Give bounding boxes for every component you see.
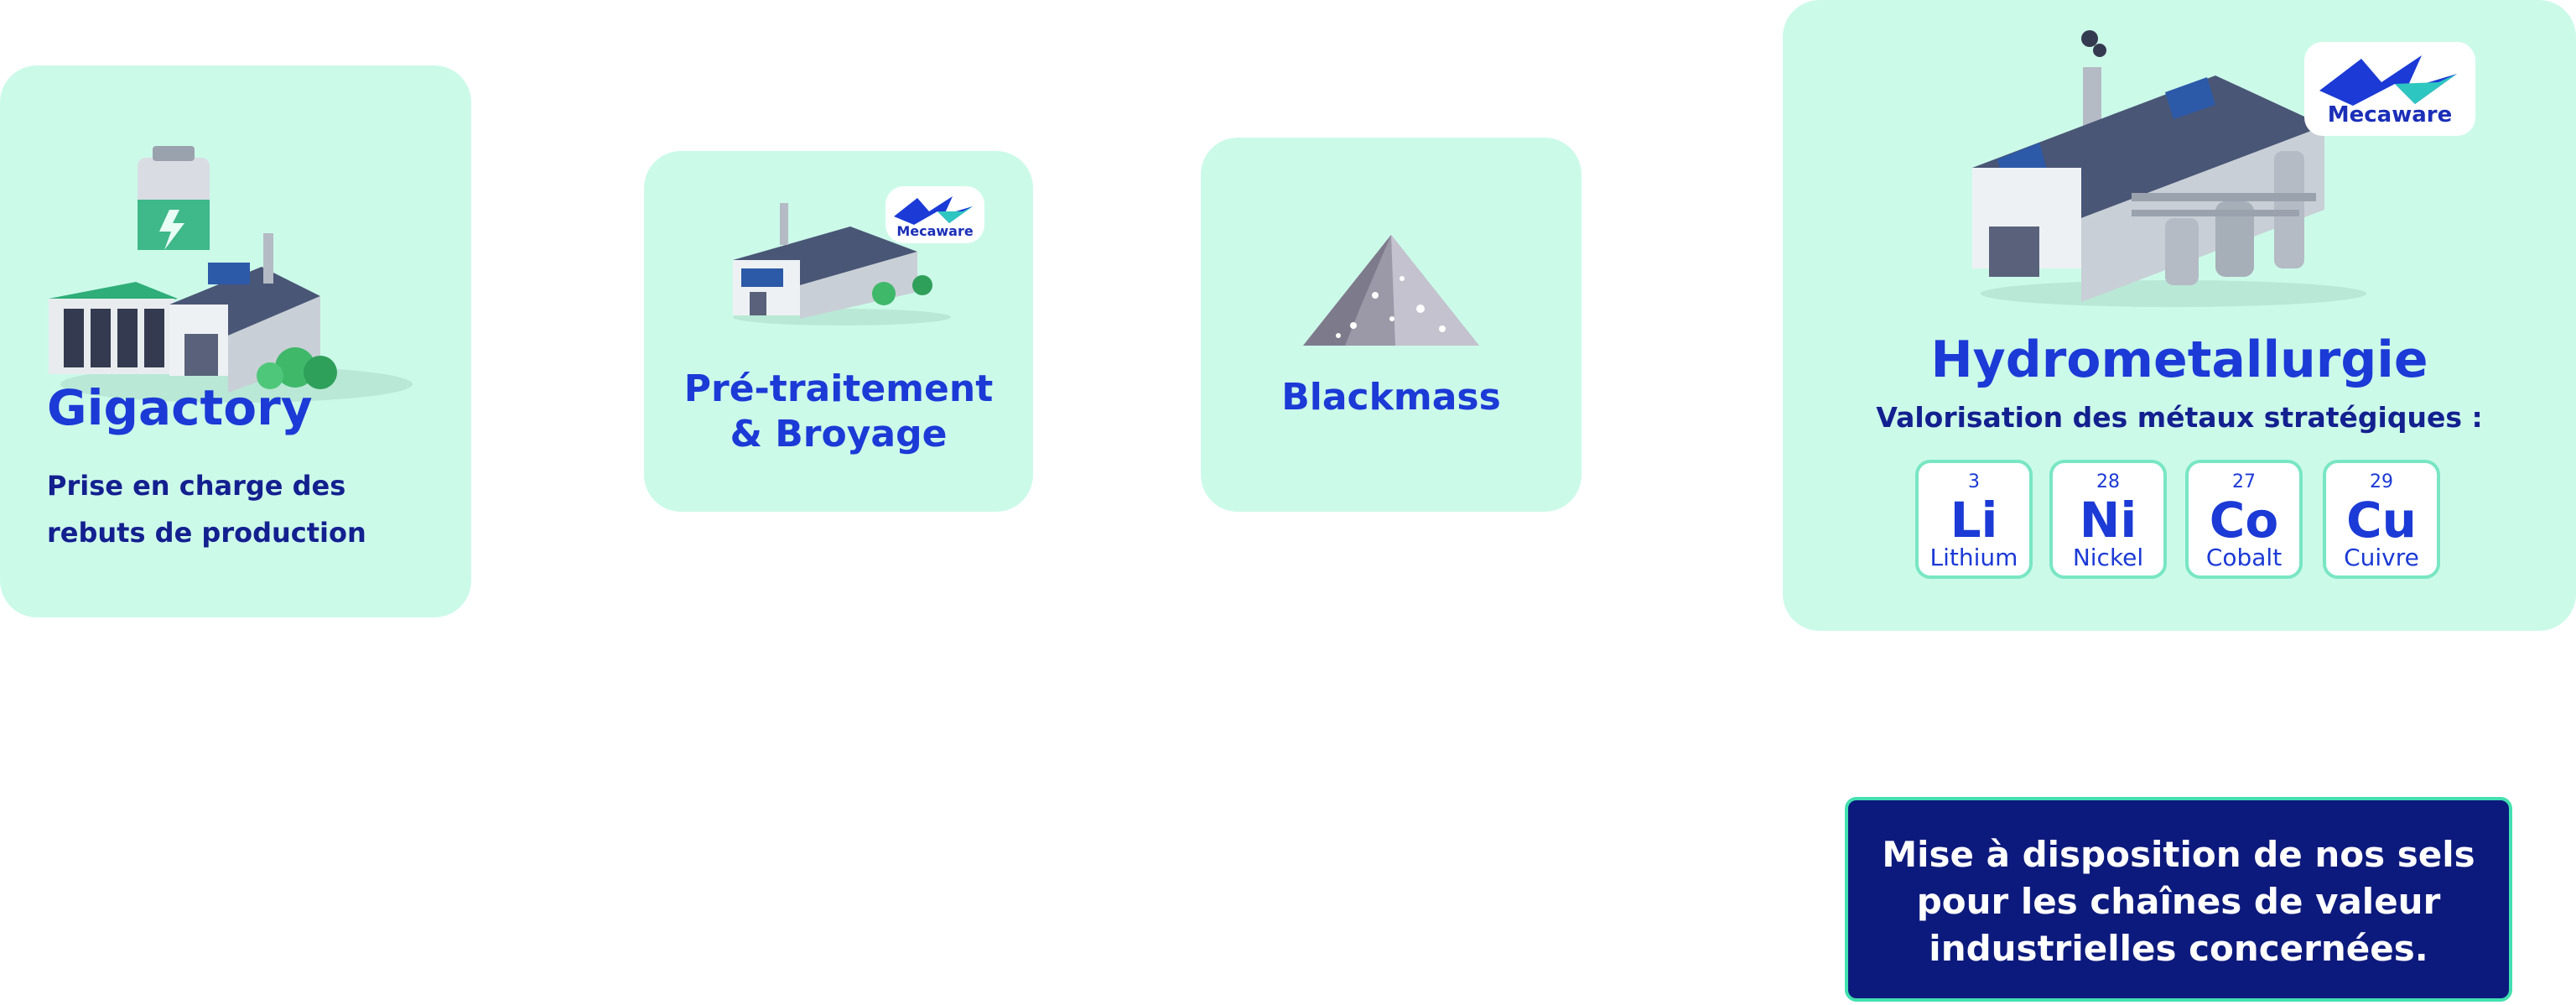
cta-line3: industrielles concernées.	[1929, 928, 2428, 969]
mecaware-logo: Mecaware	[2304, 42, 2475, 136]
gigafactory-title: Gigactory	[47, 379, 313, 436]
element-tile-nickel: 28 Ni Nickel	[2049, 460, 2167, 579]
powder-pile-icon	[1295, 228, 1488, 349]
element-number: 3	[1968, 471, 1980, 492]
blackmass-card: Blackmass	[1201, 138, 1581, 512]
factory-icon	[724, 201, 959, 327]
gigafactory-desc-line1: Prise en charge des	[47, 470, 346, 502]
hydro-card: Mecaware Hydrometallurgie Valorisation d…	[1783, 0, 2576, 631]
element-number: 29	[2370, 471, 2393, 492]
gigafactory-card: Gigactory Prise en charge des rebuts de …	[0, 65, 471, 617]
pretraitement-card: Mecaware Pré-traitement & Broyage	[644, 151, 1033, 512]
hydro-title: Hydrometallurgie	[1930, 331, 2428, 389]
element-name: Cuivre	[2344, 544, 2419, 571]
pretraitement-title-line2: & Broyage	[730, 413, 948, 456]
battery-factory-icon	[44, 141, 421, 418]
pretraitement-title-line1: Pré-traitement	[683, 367, 994, 410]
mecaware-logo-text: Mecaware	[2327, 102, 2453, 128]
mecaware-logo-text: Mecaware	[896, 223, 974, 239]
element-symbol: Li	[1950, 492, 1998, 549]
element-name: Cobalt	[2205, 544, 2283, 571]
element-name: Nickel	[2072, 544, 2144, 571]
hydro-subtitle: Valorisation des métaux stratégiques :	[1876, 401, 2483, 434]
cta-box: Mise à disposition de nos sels pour les …	[1845, 797, 2512, 1002]
gigafactory-desc-line2: rebuts de production	[47, 517, 366, 549]
element-name: Lithium	[1929, 544, 2018, 571]
blackmass-title: Blackmass	[1281, 376, 1501, 419]
element-tile-cobalt: 27 Co Cobalt	[2185, 460, 2303, 579]
cta-line2: pour les chaînes de valeur	[1916, 881, 2441, 922]
element-tile-lithium: 3 Li Lithium	[1915, 460, 2033, 579]
element-symbol: Co	[2209, 492, 2279, 549]
element-tile-copper: 29 Cu Cuivre	[2323, 460, 2440, 579]
mecaware-logo: Mecaware	[886, 186, 984, 243]
element-number: 28	[2096, 471, 2120, 492]
element-number: 27	[2232, 471, 2256, 492]
hydrometallurgy-plant-icon	[1964, 25, 2383, 310]
cta-line1: Mise à disposition de nos sels	[1882, 834, 2475, 875]
element-symbol: Cu	[2346, 492, 2417, 549]
element-symbol: Ni	[2079, 492, 2137, 549]
